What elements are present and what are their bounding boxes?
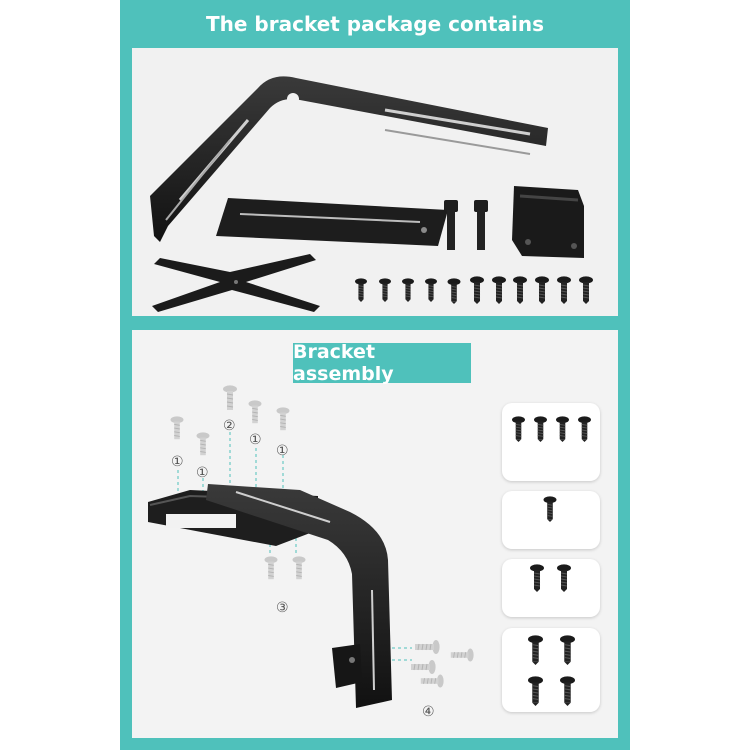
svg-text:①: ①	[196, 465, 209, 481]
step-markers: ① ① ② ① ① ③ ④	[171, 418, 435, 720]
screws-self-tapping	[528, 634, 575, 706]
assembly-title: Bracket assembly	[293, 341, 471, 385]
flat-plate	[216, 198, 448, 246]
svg-text:①: ①	[249, 432, 262, 448]
x-mounting-plate	[152, 254, 320, 312]
screw-row	[355, 276, 593, 304]
screw-card-flat-head	[502, 403, 600, 481]
mount-bolts	[444, 200, 488, 250]
clamp-block	[512, 186, 584, 258]
svg-text:①: ①	[171, 454, 184, 470]
svg-text:④: ④	[422, 704, 435, 720]
assembled-bracket	[148, 484, 392, 708]
screws-button-head	[542, 496, 558, 522]
screw-card-pair	[502, 559, 600, 617]
screw-card-self-tapping	[502, 628, 600, 712]
svg-text:①: ①	[276, 443, 289, 459]
svg-text:③: ③	[276, 600, 289, 616]
screws-pair	[530, 564, 571, 592]
screws-flat-head	[512, 415, 591, 443]
package-title: The bracket package contains	[206, 12, 544, 36]
l-bracket-arm	[150, 76, 548, 242]
svg-text:②: ②	[223, 418, 236, 434]
